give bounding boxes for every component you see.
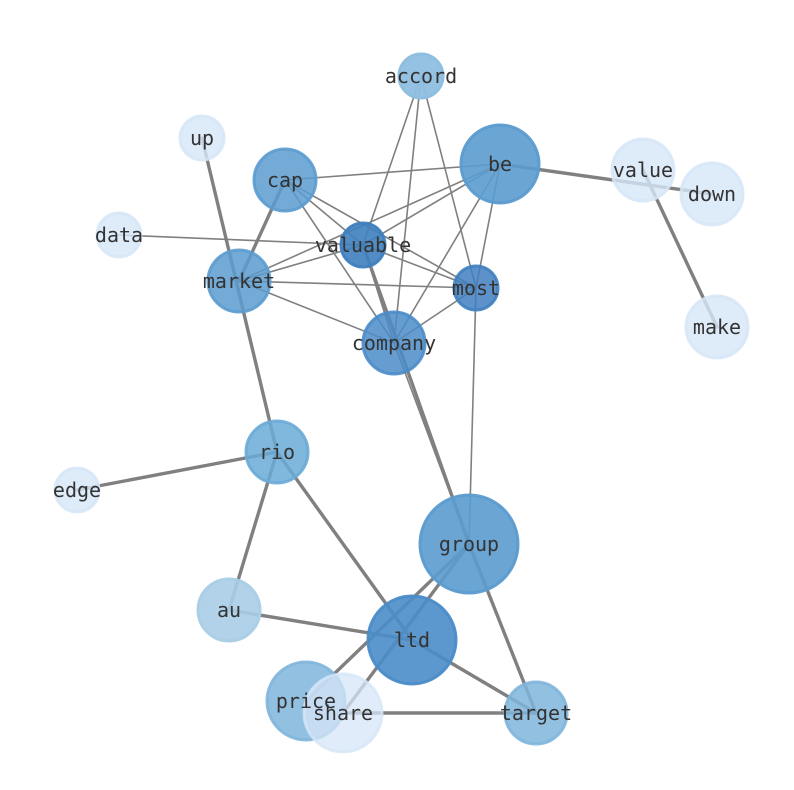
- node-data: [95, 211, 143, 259]
- node-layer: accord up be cap value down data valuable market…: [53, 52, 750, 754]
- node-label-make: make: [693, 315, 741, 339]
- node-edge: [53, 466, 101, 514]
- node-up: [178, 114, 226, 162]
- node-valuable: [339, 221, 387, 269]
- node-cap: [252, 147, 318, 213]
- node-share: [302, 672, 384, 754]
- node-company: [361, 310, 427, 376]
- node-label-data: data: [95, 223, 143, 247]
- edge-market-most: [238, 280, 477, 289]
- edge-data-valuable: [118, 234, 364, 246]
- node-label-share: share: [313, 701, 373, 725]
- label-layer: accord up be cap value down data valuable market…: [53, 64, 741, 725]
- edge-cap-company: [284, 179, 395, 344]
- node-ltd: [366, 594, 458, 686]
- node-label-most: most: [452, 276, 500, 300]
- node-label-up: up: [190, 126, 214, 150]
- node-make: [684, 294, 750, 360]
- node-value: [610, 137, 676, 203]
- edge-accord-valuable: [362, 75, 422, 246]
- node-label-market: market: [203, 269, 275, 293]
- edge-accord-most: [420, 75, 477, 289]
- node-au: [196, 577, 262, 643]
- edge-accord-company: [393, 75, 422, 344]
- node-label-target: target: [500, 701, 572, 725]
- node-label-be: be: [488, 152, 512, 176]
- node-label-down: down: [688, 182, 736, 206]
- node-group: [418, 493, 520, 595]
- node-label-rio: rio: [259, 440, 295, 464]
- edge-valuable-group: [361, 243, 471, 546]
- node-label-valuable: valuable: [315, 233, 411, 257]
- node-down: [679, 161, 745, 227]
- node-accord: [397, 52, 445, 100]
- node-label-group: group: [439, 532, 499, 556]
- node-be: [459, 123, 541, 205]
- node-rio: [244, 419, 310, 485]
- node-label-price: price: [276, 689, 336, 713]
- node-label-au: au: [217, 598, 241, 622]
- node-target: [503, 680, 569, 746]
- node-most: [452, 264, 500, 312]
- node-label-edge: edge: [53, 478, 101, 502]
- node-label-ltd: ltd: [394, 628, 430, 652]
- node-label-accord: accord: [385, 64, 457, 88]
- edge-rio-edge: [75, 450, 279, 492]
- node-market: [206, 248, 272, 314]
- node-label-cap: cap: [267, 168, 303, 192]
- node-label-value: value: [613, 158, 673, 182]
- node-label-company: company: [352, 331, 436, 355]
